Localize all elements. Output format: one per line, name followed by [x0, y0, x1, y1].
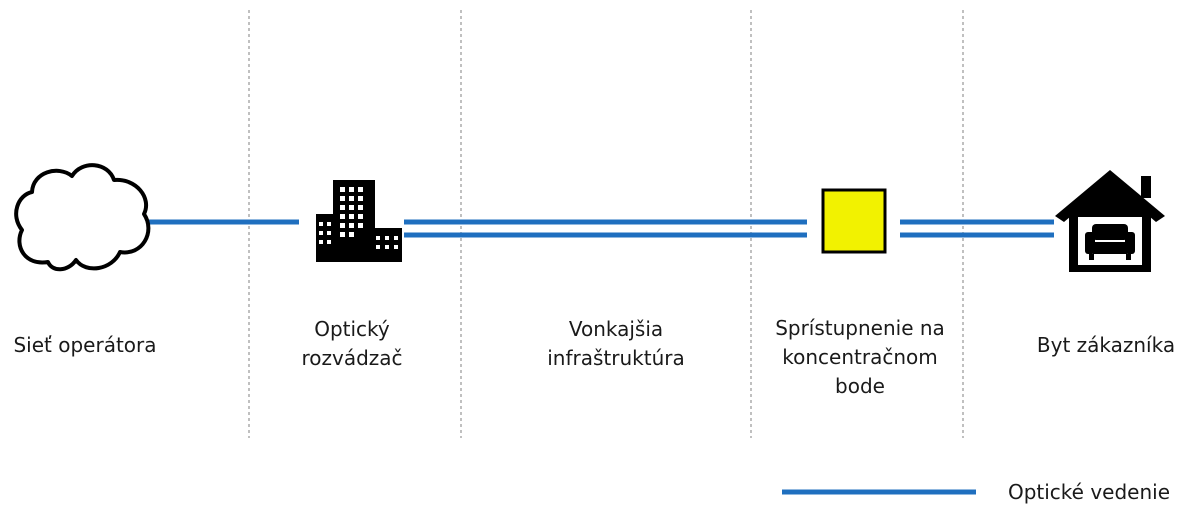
label-customer-flat: Byt zákazníka — [1028, 331, 1184, 360]
label-line: rozvádzač — [301, 346, 403, 370]
label-line: Sieť operátora — [13, 333, 157, 357]
section-dividers — [248, 10, 964, 438]
label-line: Byt zákazníka — [1036, 333, 1176, 357]
house-armchair-icon — [1055, 170, 1165, 272]
label-operator-network: Sieť operátora — [5, 331, 165, 360]
title-clip — [0, 0, 1184, 8]
label-optical-distributor: Optický rozvádzač — [282, 315, 422, 373]
label-line: bode — [835, 374, 885, 398]
label-concentration-point: Sprístupnenie na koncentračnom bode — [755, 314, 965, 401]
label-line: koncentračnom — [782, 345, 938, 369]
label-line: Vonkajšia — [568, 317, 664, 341]
cloud-icon — [14, 163, 151, 272]
fiber-lines — [149, 219, 1054, 238]
label-line: Optický — [314, 317, 390, 341]
label-outdoor-infrastructure: Vonkajšia infraštruktúra — [526, 315, 706, 373]
label-line: Sprístupnenie na — [775, 316, 945, 340]
building-icon — [316, 180, 402, 262]
label-line: infraštruktúra — [547, 346, 685, 370]
legend-label: Optické vedenie — [1007, 480, 1171, 504]
access-point-box-icon — [821, 188, 887, 254]
